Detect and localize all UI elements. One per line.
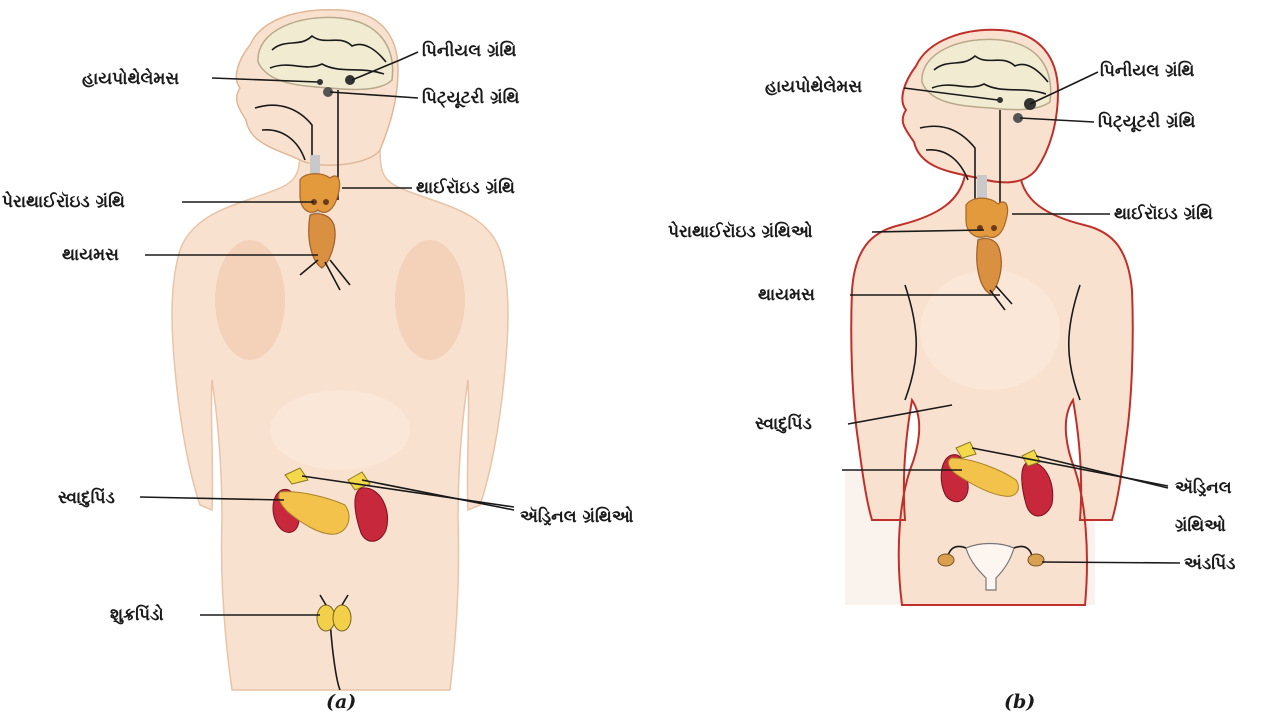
label-b-parathyroid: પેરાથાઈરૉઇડ ગ્રંથિઓ xyxy=(668,220,813,242)
label-b-pancreas: સ્વાદુપિંડ xyxy=(755,413,812,434)
figure-a-male-body xyxy=(172,10,508,690)
label-b-thyroid: થાઈરૉઇડ ગ્રંથિ xyxy=(1114,203,1213,224)
label-a-thymus: થાયમસ xyxy=(62,245,119,265)
ovary-right-b xyxy=(1028,554,1044,566)
label-b-adrenal-line2: ગ્રંથિઓ xyxy=(1175,514,1226,536)
label-b-ovary: અંડપિંડ xyxy=(1184,553,1235,574)
thyroid-gland-b xyxy=(966,198,1008,237)
label-b-hypothalamus: હાયપોથેલેમસ xyxy=(765,75,862,97)
label-a-pancreas: સ્વાદુપિંડ xyxy=(58,487,115,508)
label-a-testes: શુક્રપિંડો xyxy=(110,603,164,625)
label-b-adrenal-line1: ઍડ્રિનલ xyxy=(1175,477,1232,498)
label-b-pineal: પિનીયલ ગ્રંથિ xyxy=(1100,60,1194,81)
figure-b-female-body xyxy=(845,30,1133,605)
label-a-thyroid: થાઈરૉઇડ ગ્રંથિ xyxy=(416,177,515,198)
label-a-pituitary: પિટ્યૂટરી ગ્રંથિ xyxy=(422,87,519,109)
label-b-pituitary: પિટ્યૂટરી ગ્રંથિ xyxy=(1098,111,1195,133)
label-a-parathyroid: પેરાથાઈરૉઇડ ગ્રંથિ xyxy=(2,190,125,212)
label-a-adrenal: ઍડ્રિનલ ગ્રંથિઓ xyxy=(520,505,634,527)
caption-b: (b) xyxy=(1004,691,1035,713)
testis-right-a xyxy=(333,605,351,631)
testis-left-a xyxy=(317,605,335,631)
label-b-thymus: થાયમસ xyxy=(758,285,815,305)
label-a-hypothalamus: હાયપોથેલેમસ xyxy=(82,67,179,89)
caption-a: (a) xyxy=(326,691,356,713)
label-a-pineal: પિનીયલ ગ્રંથિ xyxy=(422,40,516,61)
ovary-left-b xyxy=(938,554,954,566)
thyroid-gland-a xyxy=(300,174,340,213)
